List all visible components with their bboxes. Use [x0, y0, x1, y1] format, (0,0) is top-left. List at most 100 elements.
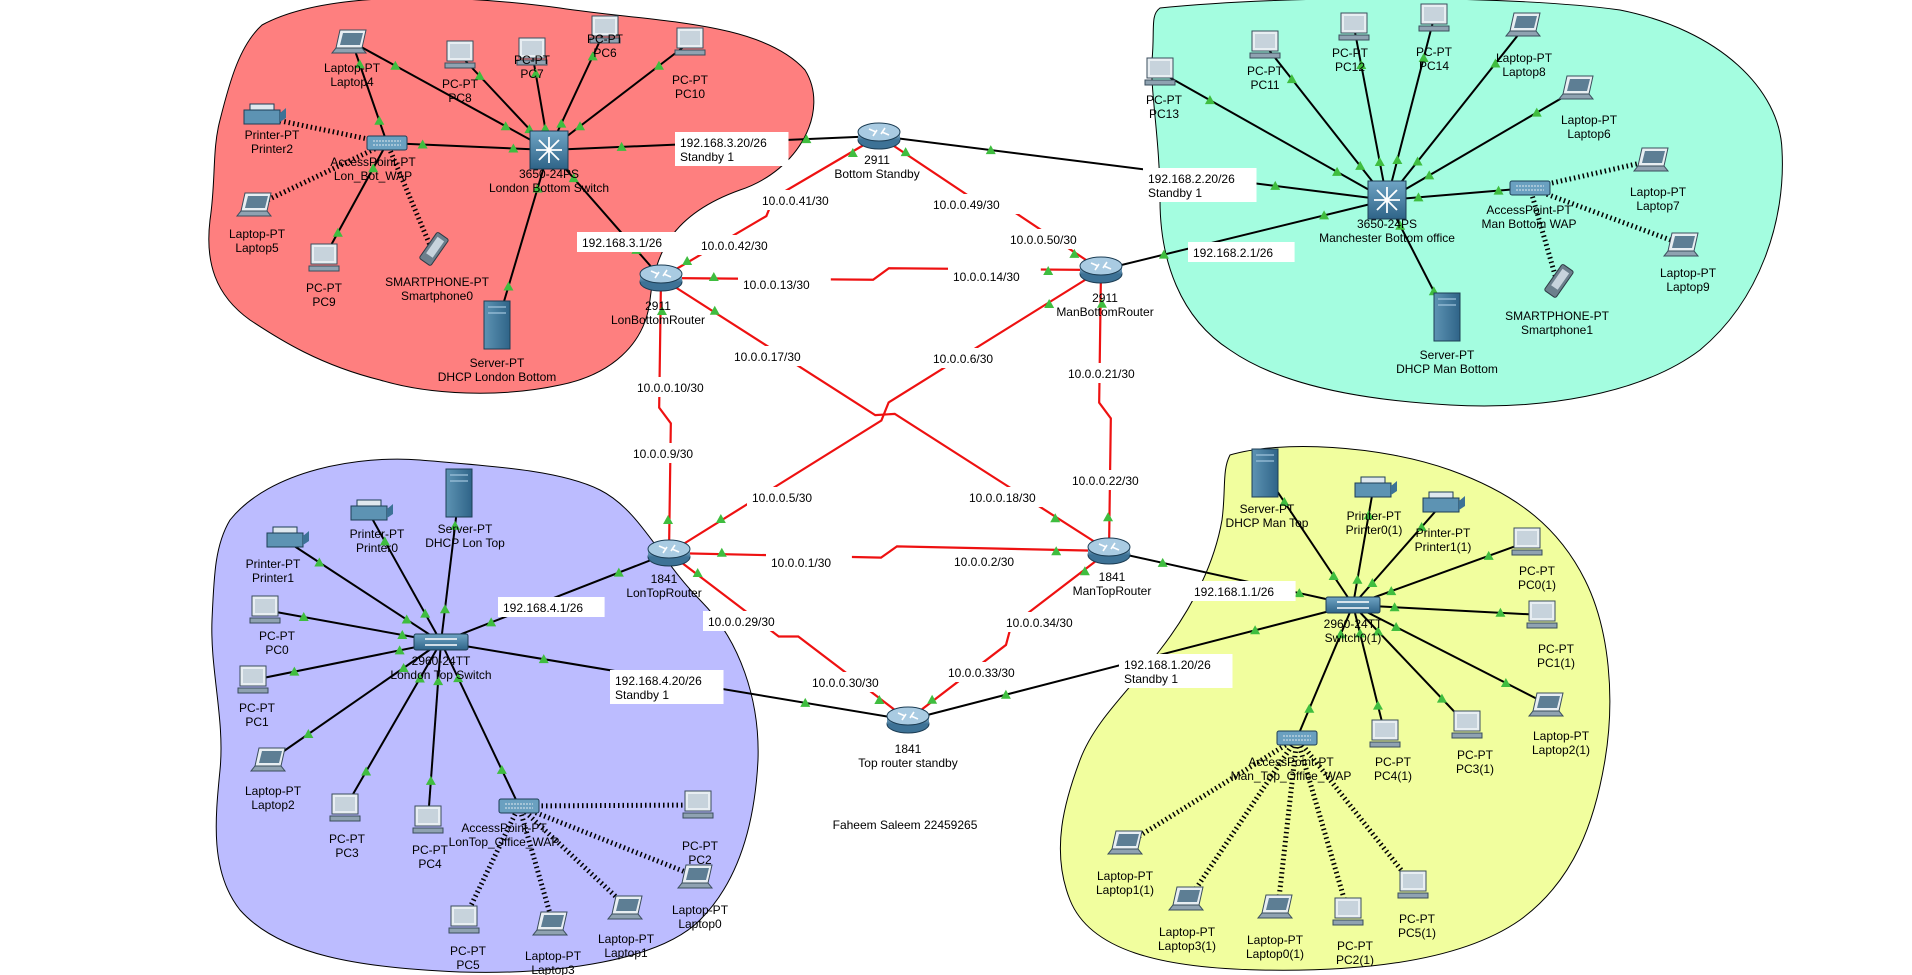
ethernet-link-switch0_1-printer1_1[interactable] [1352, 504, 1442, 606]
ethernet-link-london_top_switch-printer1[interactable] [284, 539, 442, 643]
ethernet-link-london_bottom_switch-laptop4[interactable] [351, 41, 550, 151]
ethernet-link-london_bottom_switch-pc6[interactable] [548, 29, 606, 151]
ethernet-link-switch0_1-man_top_router[interactable] [1108, 550, 1354, 606]
ethernet-link-switch0_1-dhcp_man_top[interactable] [1264, 472, 1354, 606]
ethernet-link-manchester_bottom_office-pc11[interactable] [1264, 44, 1388, 201]
serial-link-lon_top_router-man_top_router[interactable] [668, 545, 1110, 559]
ethernet-link-london_bottom_switch-dhcp_london_bottom[interactable] [496, 149, 550, 326]
ethernet-link-manchester_bottom_office-pc12[interactable] [1353, 26, 1388, 201]
ethernet-link-lon_bot_wap-pc9[interactable] [323, 142, 388, 259]
ethernet-link-london_top_switch-dhcp_lon_top[interactable] [440, 492, 460, 643]
ethernet-link-switch0_1-pc0_1[interactable] [1352, 541, 1528, 606]
ethernet-link-manchester_bottom_office-bottom_standby[interactable] [878, 135, 1388, 201]
serial-link-lon_top_router-man_bottom_router[interactable] [668, 269, 1102, 554]
ethernet-link-switch0_1-pc3_1[interactable] [1352, 604, 1468, 726]
ethernet-link-manchester_bottom_office-pc13[interactable] [1159, 71, 1388, 201]
ethernet-link-london_top_switch-lontop_office_wap[interactable] [440, 641, 520, 807]
serial-link-lon_bottom_router-man_top_router[interactable] [660, 277, 1110, 552]
ethernet-link-switch0_1-man_top_office_wap[interactable] [1296, 604, 1354, 739]
ethernet-link-london_top_switch-pc4[interactable] [427, 641, 442, 821]
ethernet-link-london_top_switch-laptop2[interactable] [270, 641, 442, 761]
ethernet-link-london_bottom_switch-lon_bot_wap[interactable] [386, 142, 550, 151]
ethernet-link-london_bottom_switch-lon_bottom_router[interactable] [548, 149, 662, 279]
ethernet-link-switch0_1-printer0_1[interactable] [1352, 489, 1374, 606]
ethernet-link-lon_bot_wap-laptop4[interactable] [351, 41, 388, 144]
ethernet-link-london_top_switch-pc3[interactable] [344, 641, 442, 809]
ethernet-link-manchester_bottom_office-man_bottom_wap[interactable] [1386, 187, 1531, 201]
ethernet-link-switch0_1-laptop2_1[interactable] [1352, 604, 1550, 706]
ethernet-link-manchester_bottom_office-pc14[interactable] [1386, 17, 1435, 201]
ethernet-link-switch0_1-pc1_1[interactable] [1352, 604, 1543, 616]
ethernet-link-manchester_bottom_office-man_bottom_router[interactable] [1100, 199, 1388, 271]
ethernet-link-london_bottom_switch-pc10[interactable] [548, 41, 691, 151]
ethernet-link-manchester_bottom_office-laptop8[interactable] [1386, 24, 1527, 201]
serial-link-lon_bottom_router-lon_top_router[interactable] [658, 277, 672, 554]
ethernet-link-manchester_bottom_office-laptop6[interactable] [1386, 87, 1580, 201]
ethernet-link-london_top_switch-printer0[interactable] [368, 512, 442, 643]
ethernet-link-switch0_1-pc4_1[interactable] [1352, 604, 1386, 735]
ethernet-link-london_top_switch-pc0[interactable] [264, 609, 442, 643]
ethernet-link-london_top_switch-pc1[interactable] [252, 641, 442, 681]
